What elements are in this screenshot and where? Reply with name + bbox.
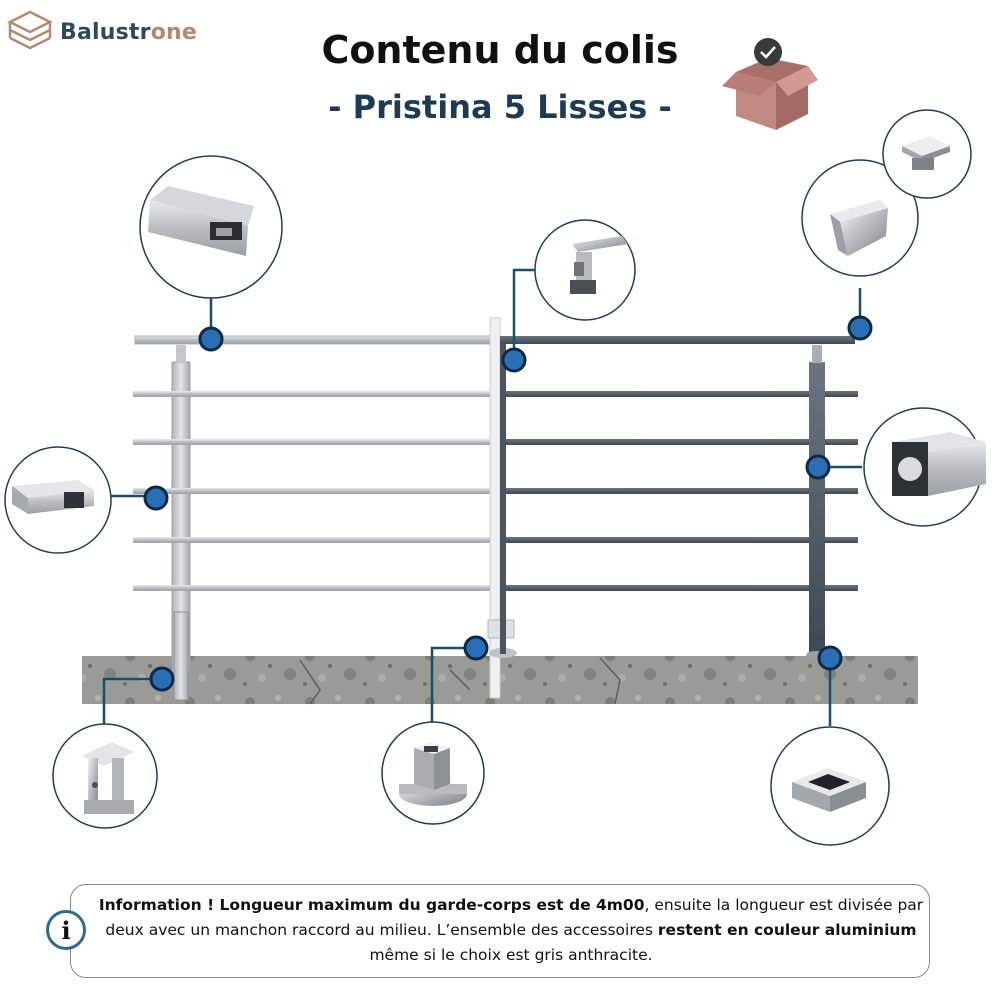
- brand-name-main: Balustr: [60, 19, 151, 45]
- page-subtitle: - Pristina 5 Lisses -: [328, 88, 672, 126]
- side-mount-bracket-detail: [52, 723, 158, 829]
- info-lead: Information ! Longueur maximum du garde-…: [98, 896, 645, 914]
- brand-logo: Balustrone: [6, 8, 197, 56]
- package-box-icon: [722, 38, 818, 130]
- brand-name: Balustrone: [60, 20, 197, 45]
- info-text: Information ! Longueur maximum du garde-…: [96, 893, 926, 968]
- square-tube-detail: [4, 446, 112, 554]
- sleeve-connector-detail: [381, 721, 485, 825]
- info-box: [70, 884, 930, 978]
- aluminium-railing: [133, 317, 517, 701]
- page-title: Contenu du colis: [321, 28, 679, 72]
- brand-name-accent: one: [150, 19, 197, 45]
- end-cap-detail: [801, 159, 919, 277]
- profile-rail-detail: [139, 155, 283, 299]
- logo-icon: [7, 10, 53, 50]
- marker-dots: [143, 315, 873, 692]
- top-rail-connector-detail: [534, 219, 636, 321]
- post-cap-detail: [882, 109, 972, 199]
- post-profile-detail: [863, 407, 986, 527]
- floor-cover-detail: [770, 726, 890, 846]
- info-middle: , ensuite la longueur est divisée par de…: [105, 896, 924, 939]
- anthracite-railing: [500, 336, 858, 659]
- info-tail: même si le choix est gris anthracite.: [369, 946, 653, 964]
- info-icon: i: [46, 910, 86, 950]
- info-bold-accessories: restent en couleur aluminium: [657, 921, 917, 939]
